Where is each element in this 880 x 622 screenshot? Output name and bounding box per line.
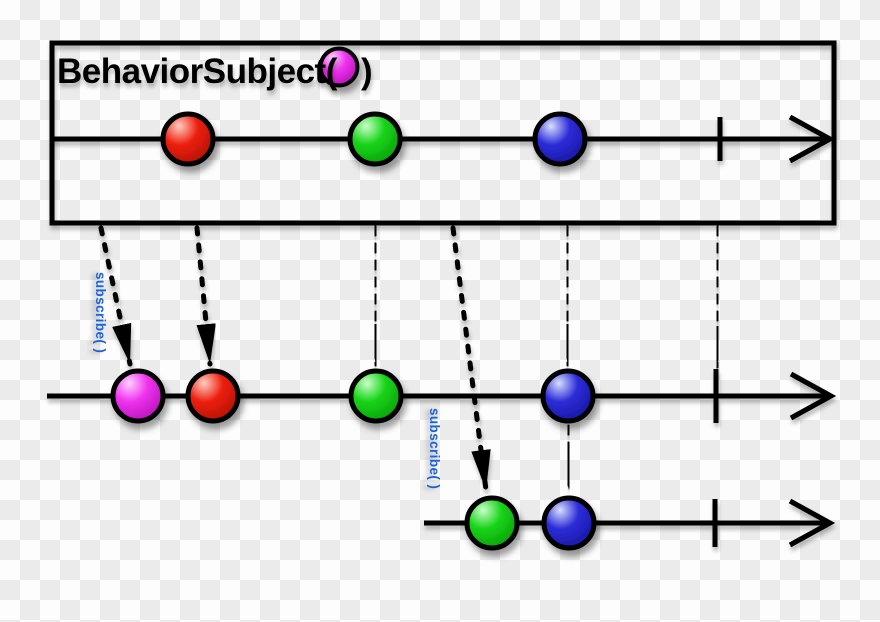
- emit-current-green-to-sub2-arrow: [450, 225, 491, 493]
- marble-blue-source-timeline-2: [532, 111, 588, 167]
- subscribe-label-2: subscribe( ): [427, 408, 442, 489]
- first-subscriber-timeline: [47, 369, 837, 423]
- subject-box: [49, 40, 837, 226]
- first-subscriber-timeline-arrowhead-icon: [789, 371, 837, 421]
- second-subscriber-timeline-arrowhead-icon: [788, 498, 836, 548]
- marble-red-source-timeline-0: [160, 111, 216, 167]
- marble-green-first-subscriber-timeline-2: [348, 368, 404, 424]
- emit-complete-to-sub1-arrow: [707, 225, 728, 369]
- emit-blue-to-sub2-arrow: [558, 424, 579, 493]
- marble-red-first-subscriber-timeline-1: [185, 368, 241, 424]
- marble-green-source-timeline-1: [347, 111, 403, 167]
- subject-title-close-paren: ): [361, 52, 372, 91]
- emit-green-to-sub1-arrow: [365, 225, 386, 367]
- marble-green-second-subscriber-timeline-0: [464, 495, 520, 551]
- marble-blue-first-subscriber-timeline-3: [540, 368, 596, 424]
- emit-blue-to-sub1-arrow: [557, 225, 578, 367]
- emit-red-to-sub1-arrow: [194, 225, 216, 367]
- generated-layer: [47, 40, 837, 551]
- marble-magenta-first-subscriber-timeline-0: [110, 368, 166, 424]
- subscribe-label-1: subscribe( ): [93, 272, 108, 353]
- emit-initial-magenta-to-sub1-arrow: [98, 225, 133, 367]
- marble-blue-second-subscriber-timeline-1: [541, 495, 597, 551]
- title-marble-magenta: [318, 46, 360, 88]
- source-timeline-arrowhead-icon: [788, 114, 836, 164]
- subject-title: BehaviorSubject(: [57, 52, 338, 91]
